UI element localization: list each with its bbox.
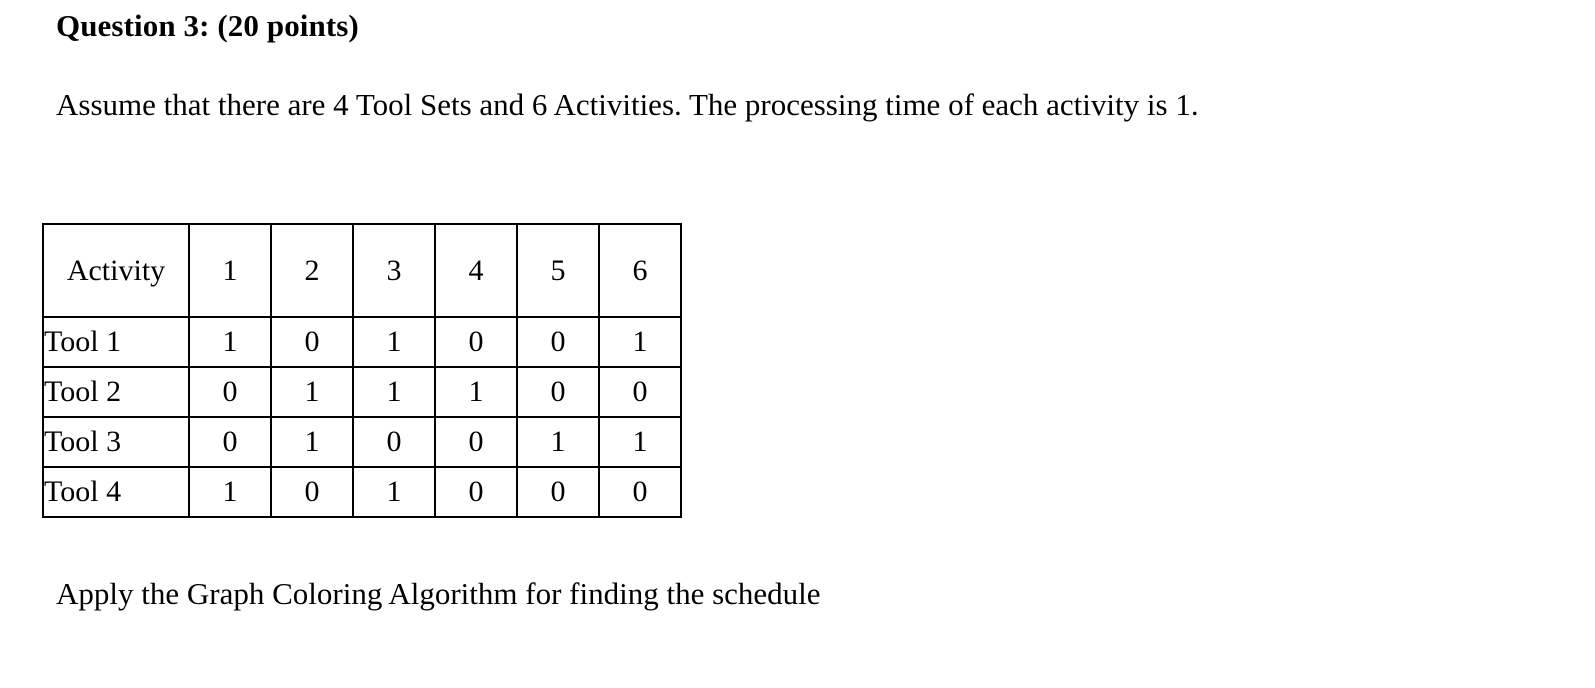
table-column-header-1: 1 — [188, 223, 272, 318]
tool-activity-matrix-table: Activity 1 2 3 4 5 6 Tool 1 1 0 1 0 0 1 … — [42, 223, 682, 518]
cell-tool3-activity6: 1 — [598, 416, 682, 468]
cell-tool4-activity6: 0 — [598, 466, 682, 518]
question-heading: Question 3: (20 points) — [56, 8, 359, 43]
table-row: Tool 4 1 0 1 0 0 0 — [42, 466, 682, 518]
cell-tool4-activity1: 1 — [188, 466, 272, 518]
table-column-header-5: 5 — [516, 223, 600, 318]
table-header-row: Activity 1 2 3 4 5 6 — [42, 223, 682, 318]
table-row: Tool 2 0 1 1 1 0 0 — [42, 366, 682, 418]
table-row: Tool 3 0 1 0 0 1 1 — [42, 416, 682, 468]
cell-tool1-activity3: 1 — [352, 316, 436, 368]
cell-tool2-activity4: 1 — [434, 366, 518, 418]
cell-tool2-activity6: 0 — [598, 366, 682, 418]
cell-tool4-activity5: 0 — [516, 466, 600, 518]
cell-tool3-activity4: 0 — [434, 416, 518, 468]
cell-tool1-activity6: 1 — [598, 316, 682, 368]
table-column-header-4: 4 — [434, 223, 518, 318]
table-column-header-3: 3 — [352, 223, 436, 318]
cell-tool4-activity2: 0 — [270, 466, 354, 518]
table-body: Tool 1 1 0 1 0 0 1 Tool 2 0 1 1 1 0 0 To… — [42, 316, 682, 518]
cell-tool1-activity2: 0 — [270, 316, 354, 368]
cell-tool2-activity2: 1 — [270, 366, 354, 418]
cell-tool1-activity4: 0 — [434, 316, 518, 368]
row-label-tool-4: Tool 4 — [42, 466, 190, 518]
cell-tool2-activity5: 0 — [516, 366, 600, 418]
closing-instruction: Apply the Graph Coloring Algorithm for f… — [56, 576, 821, 611]
cell-tool2-activity3: 1 — [352, 366, 436, 418]
table-row: Tool 1 1 0 1 0 0 1 — [42, 316, 682, 368]
row-label-tool-1: Tool 1 — [42, 316, 190, 368]
table-header: Activity 1 2 3 4 5 6 — [42, 223, 682, 318]
cell-tool3-activity2: 1 — [270, 416, 354, 468]
intro-paragraph: Assume that there are 4 Tool Sets and 6 … — [56, 87, 1199, 122]
row-label-tool-2: Tool 2 — [42, 366, 190, 418]
row-label-tool-3: Tool 3 — [42, 416, 190, 468]
cell-tool4-activity4: 0 — [434, 466, 518, 518]
cell-tool1-activity1: 1 — [188, 316, 272, 368]
cell-tool1-activity5: 0 — [516, 316, 600, 368]
table-column-header-6: 6 — [598, 223, 682, 318]
cell-tool4-activity3: 1 — [352, 466, 436, 518]
cell-tool3-activity1: 0 — [188, 416, 272, 468]
cell-tool2-activity1: 0 — [188, 366, 272, 418]
table-column-header-2: 2 — [270, 223, 354, 318]
cell-tool3-activity3: 0 — [352, 416, 436, 468]
cell-tool3-activity5: 1 — [516, 416, 600, 468]
table-corner-header-activity: Activity — [42, 223, 190, 318]
